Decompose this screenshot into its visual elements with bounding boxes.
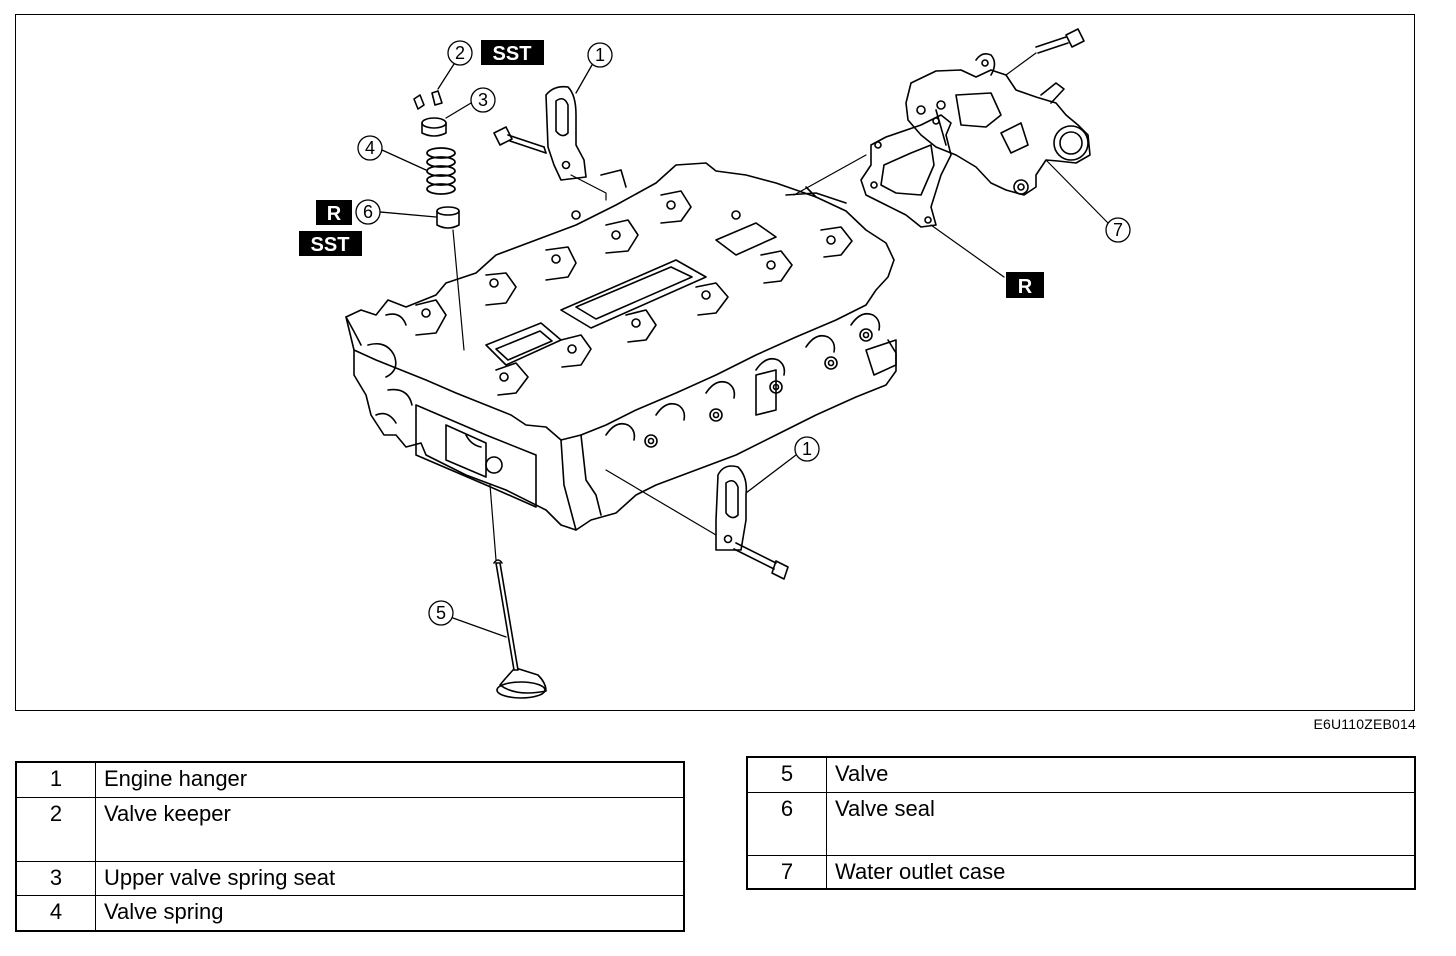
legend-row: 4 Valve spring [15, 894, 685, 932]
figure-code: E6U110ZEB014 [1313, 716, 1416, 732]
sst-tag-top-bg [481, 40, 544, 65]
legend-part-name: Valve spring [95, 894, 685, 932]
sst-tag-left-bg [299, 231, 362, 256]
callout-4: 4 [365, 138, 375, 158]
valve-keepers [413, 90, 443, 110]
legend-number: 3 [15, 860, 96, 896]
callout-6: 6 [363, 202, 373, 222]
r-tag-left-bg [316, 200, 352, 225]
exploded-view-diagram: 1 2 3 4 6 1 5 7 SST R SST R [15, 14, 1415, 711]
legend-row: 6 Valve seal [746, 791, 1416, 856]
callout-5: 5 [436, 603, 446, 623]
legend-number: 6 [746, 791, 827, 856]
legend-part-name: Valve seal [826, 791, 1416, 856]
legend-table-right: 5 Valve 6 Valve seal 7 Water outlet case [746, 756, 1416, 890]
sst-tag-top: SST [493, 43, 532, 65]
legend-row: 2 Valve keeper [15, 796, 685, 862]
legend-number: 1 [15, 761, 96, 798]
upper-spring-seat [421, 117, 447, 137]
legend-table-left: 1 Engine hanger 2 Valve keeper 3 Upper v… [15, 761, 685, 932]
legend-number: 5 [746, 756, 827, 793]
callout-1-top: 1 [595, 45, 605, 65]
engine-hanger-top [493, 85, 607, 201]
legend-row: 5 Valve [746, 756, 1416, 793]
legend-part-name: Valve keeper [95, 796, 685, 862]
gasket [793, 114, 952, 228]
cylinder-head [345, 162, 897, 531]
valve-seal [436, 206, 460, 229]
legend-number: 7 [746, 854, 827, 890]
legend-part-name: Water outlet case [826, 854, 1416, 890]
legend-part-name: Valve [826, 756, 1416, 793]
legend-number: 2 [15, 796, 96, 862]
legend-row: 7 Water outlet case [746, 854, 1416, 890]
r-tag-right-bg [1006, 272, 1044, 298]
r-tag-left: R [327, 203, 342, 225]
legend-row: 1 Engine hanger [15, 761, 685, 798]
valve-spring [426, 147, 456, 195]
engine-hanger-bottom [605, 465, 789, 580]
legend-part-name: Engine hanger [95, 761, 685, 798]
callout-7: 7 [1113, 220, 1123, 240]
water-outlet-case [905, 28, 1109, 224]
callout-3: 3 [478, 90, 488, 110]
legend-row: 3 Upper valve spring seat [15, 860, 685, 896]
legend-number: 4 [15, 894, 96, 932]
callout-1-bottom: 1 [802, 439, 812, 459]
valve [489, 484, 547, 699]
r-tag-right: R [1018, 276, 1033, 298]
callout-2: 2 [455, 43, 465, 63]
sst-tag-left: SST [311, 234, 350, 256]
diagram-drawing: 1 2 3 4 6 1 5 7 SST R SST R [299, 28, 1131, 699]
legend-part-name: Upper valve spring seat [95, 860, 685, 896]
